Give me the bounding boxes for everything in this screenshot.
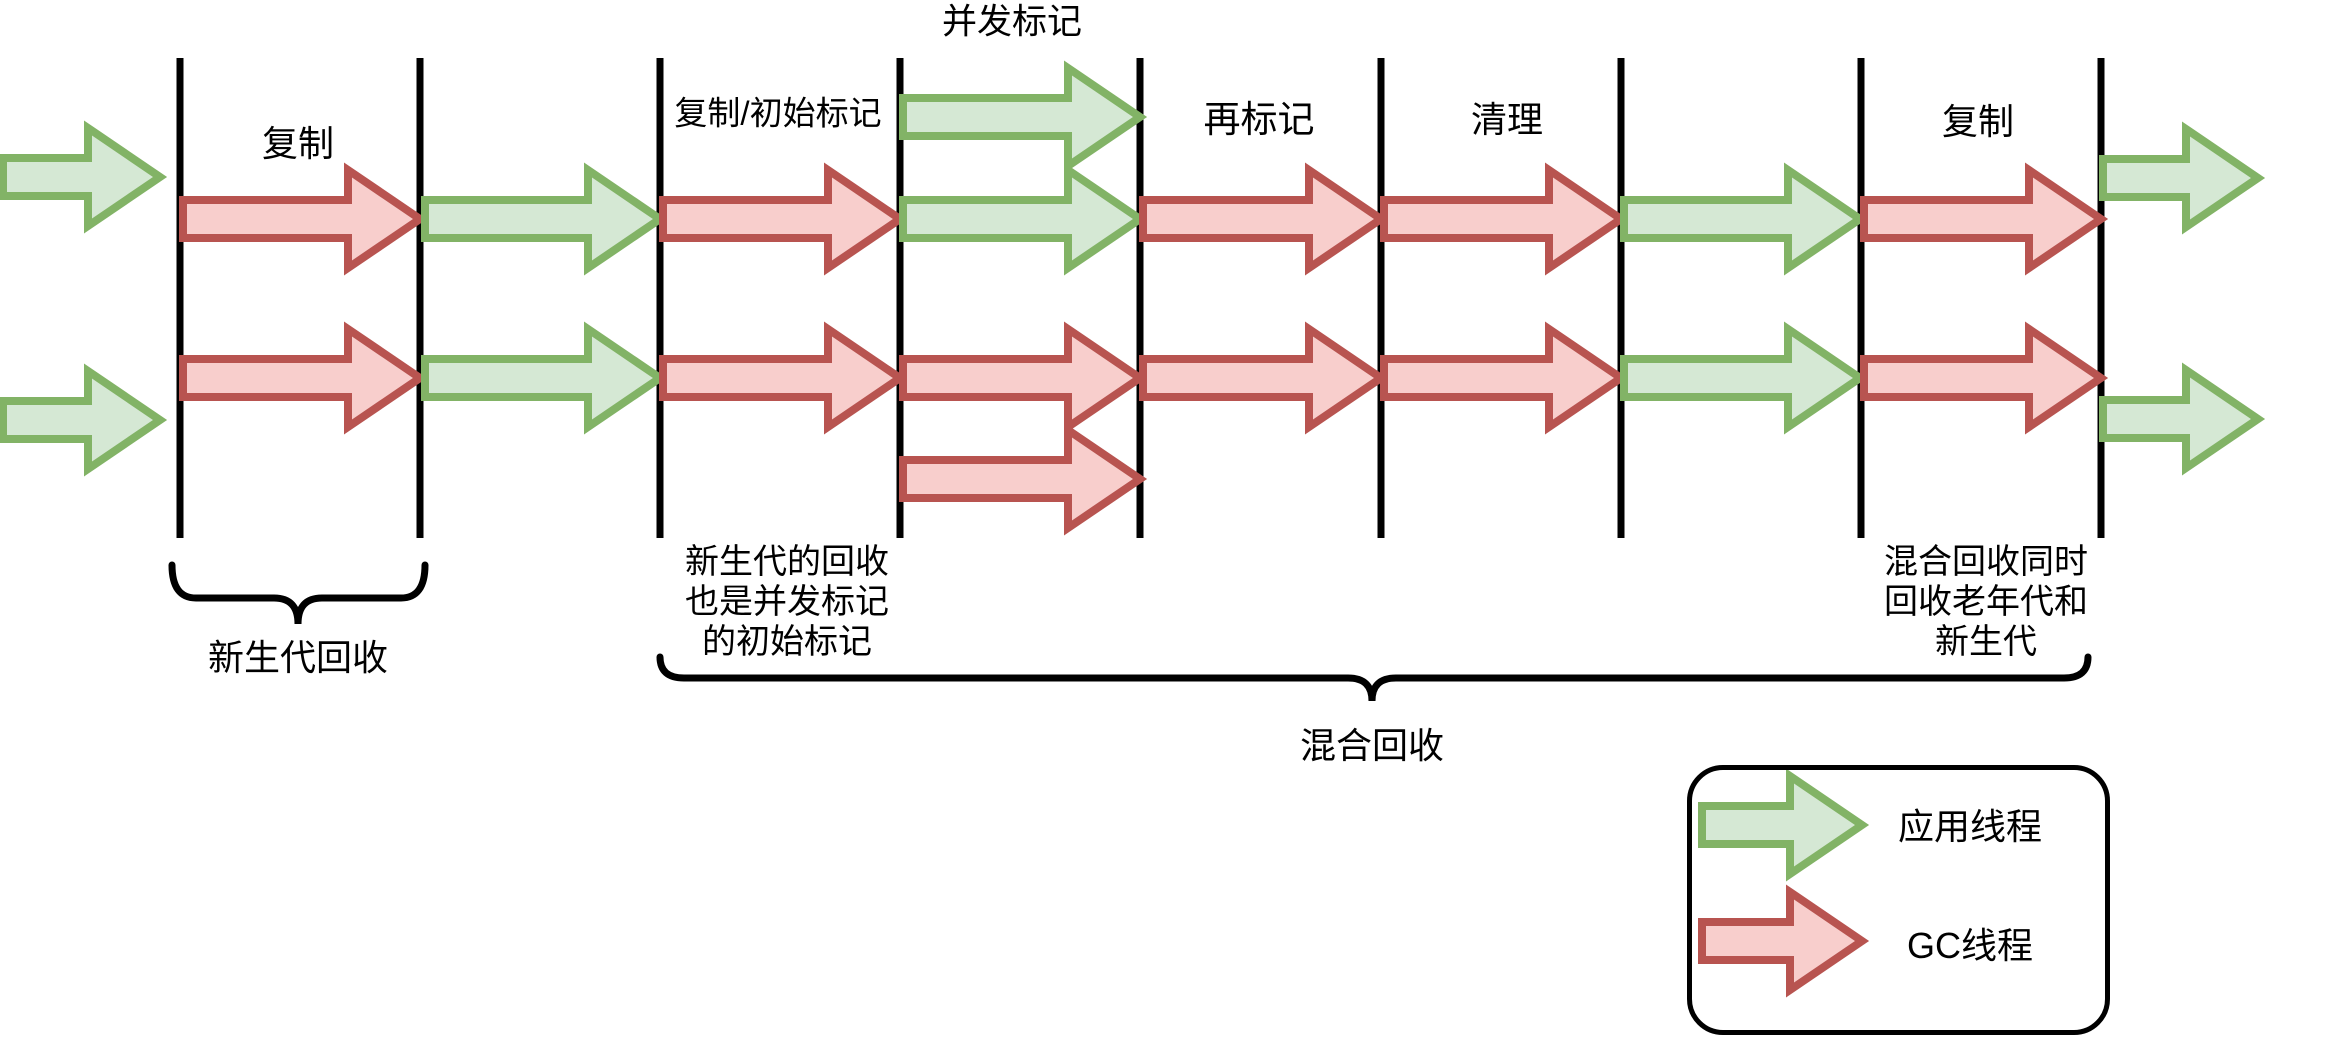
- gc-thread-arrow: [659, 321, 908, 435]
- gc-thread-arrow: [1380, 162, 1629, 276]
- gc-thread-arrow: [1860, 321, 2109, 435]
- group-label: 新生代回收: [207, 636, 389, 678]
- app-thread-arrow: [899, 60, 1148, 174]
- legend-label-gc-thread: GC线程: [1906, 924, 2034, 966]
- app-thread-arrow: [0, 363, 168, 477]
- gc-thread-arrow: [899, 422, 1148, 536]
- app-thread-arrow: [0, 120, 168, 234]
- gc-thread-arrow: [1860, 162, 2109, 276]
- app-thread-arrow: [1620, 321, 1868, 435]
- phase-label: 并发标记: [941, 2, 1083, 42]
- mixed-gc-brace: [656, 653, 2092, 702]
- app-thread-arrow: [421, 162, 668, 276]
- app-thread-arrow: [1698, 768, 1870, 882]
- gc-thread-arrow: [1139, 162, 1389, 276]
- app-thread-arrow: [899, 162, 1148, 276]
- legend-box: [1687, 765, 2110, 1035]
- legend-label-app-thread: 应用线程: [1897, 805, 2043, 847]
- app-thread-arrow: [2099, 362, 2266, 476]
- phase-label: 复制/初始标记: [674, 94, 882, 132]
- app-thread-arrow: [1620, 162, 1868, 276]
- annotation: 新生代的回收 也是并发标记 的初始标记: [685, 542, 889, 662]
- gc-thread-arrow: [179, 162, 428, 276]
- phase-label: 复制: [261, 122, 335, 164]
- gc-thread-arrow: [1698, 884, 1870, 998]
- app-thread-arrow: [2099, 121, 2266, 235]
- phase-label: 再标记: [1203, 99, 1315, 141]
- gc-thread-arrow: [659, 162, 908, 276]
- app-thread-arrow: [421, 321, 668, 435]
- gc-thread-arrow: [1139, 321, 1389, 435]
- group-label: 混合回收: [1299, 724, 1445, 766]
- phase-label: 清理: [1470, 98, 1544, 140]
- gc-thread-arrow: [1380, 321, 1629, 435]
- annotation: 混合回收同时 回收老年代和 新生代: [1884, 542, 2088, 662]
- young-gc-brace: [168, 561, 429, 625]
- gc-thread-arrow: [899, 321, 1148, 435]
- phase-label: 复制: [1941, 100, 2015, 142]
- gc-thread-arrow: [179, 321, 428, 435]
